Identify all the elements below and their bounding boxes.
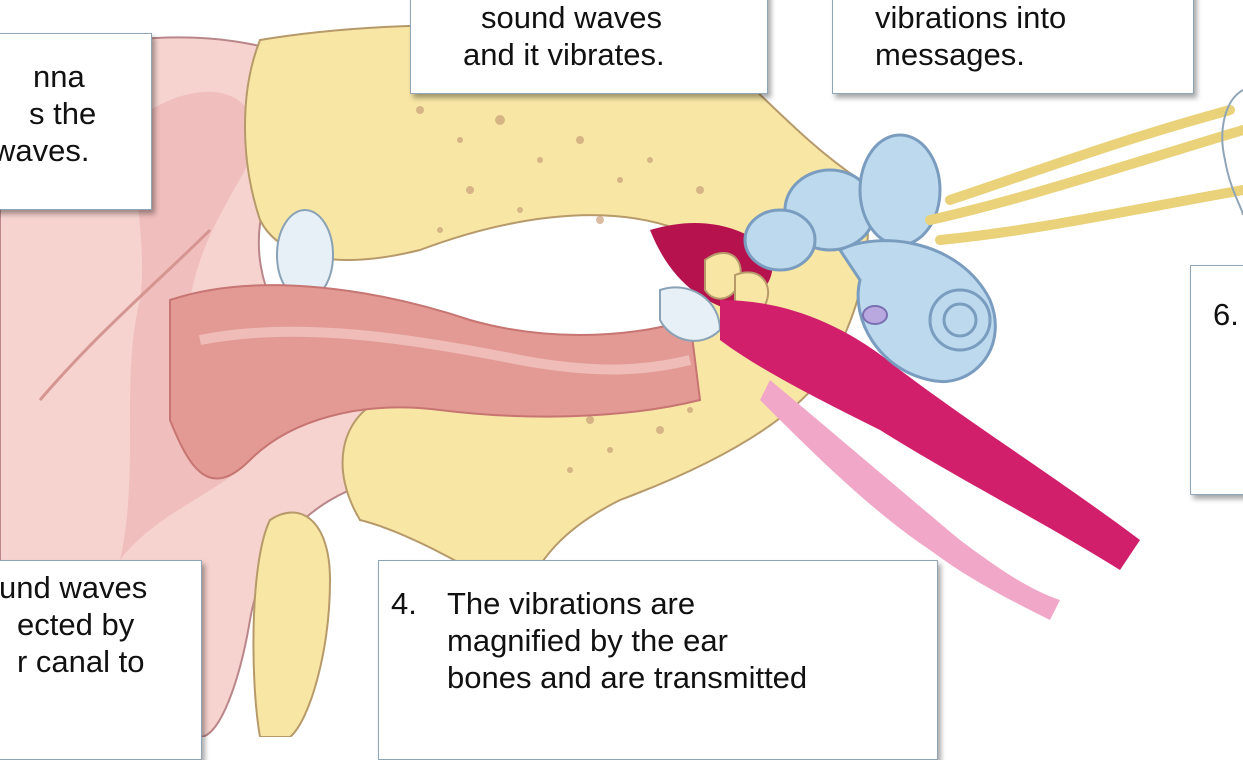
pinna-line-3: waves. xyxy=(0,132,96,169)
bones-line-3: bones and are transmitted xyxy=(447,659,807,696)
callout-auditory-nerve: 6. xyxy=(1190,265,1243,495)
bones-line-1: The vibrations are xyxy=(447,585,807,622)
auditory-nerve xyxy=(930,110,1243,240)
bones-step-number: 4. xyxy=(391,585,417,622)
lower-lobe xyxy=(253,513,330,738)
eardrum-line-1: sound waves xyxy=(463,0,665,36)
canal-line-1: und waves xyxy=(0,569,147,606)
pinna-line-1: nna xyxy=(0,58,96,95)
nerve-step-number: 6. xyxy=(1213,296,1239,333)
callout-ear-bones: 4. The vibrations are magnified by the e… xyxy=(378,560,938,760)
callout-ear-canal: und waves ected by r canal to xyxy=(0,560,202,760)
round-window xyxy=(863,306,887,324)
bones-line-2: magnified by the ear xyxy=(447,622,807,659)
callout-eardrum: sound waves and it vibrates. xyxy=(410,0,768,94)
callout-cochlea: vibrations into messages. xyxy=(832,0,1194,94)
canal-line-3: r canal to xyxy=(0,643,147,680)
callout-pinna: nna s the waves. xyxy=(0,33,152,210)
canal-line-2: ected by xyxy=(0,606,147,643)
eardrum-line-2: and it vibrates. xyxy=(463,36,665,73)
cochlea-line-2: messages. xyxy=(875,36,1066,73)
pinna-line-2: s the xyxy=(0,95,96,132)
cochlea-line-1: vibrations into xyxy=(875,0,1066,36)
